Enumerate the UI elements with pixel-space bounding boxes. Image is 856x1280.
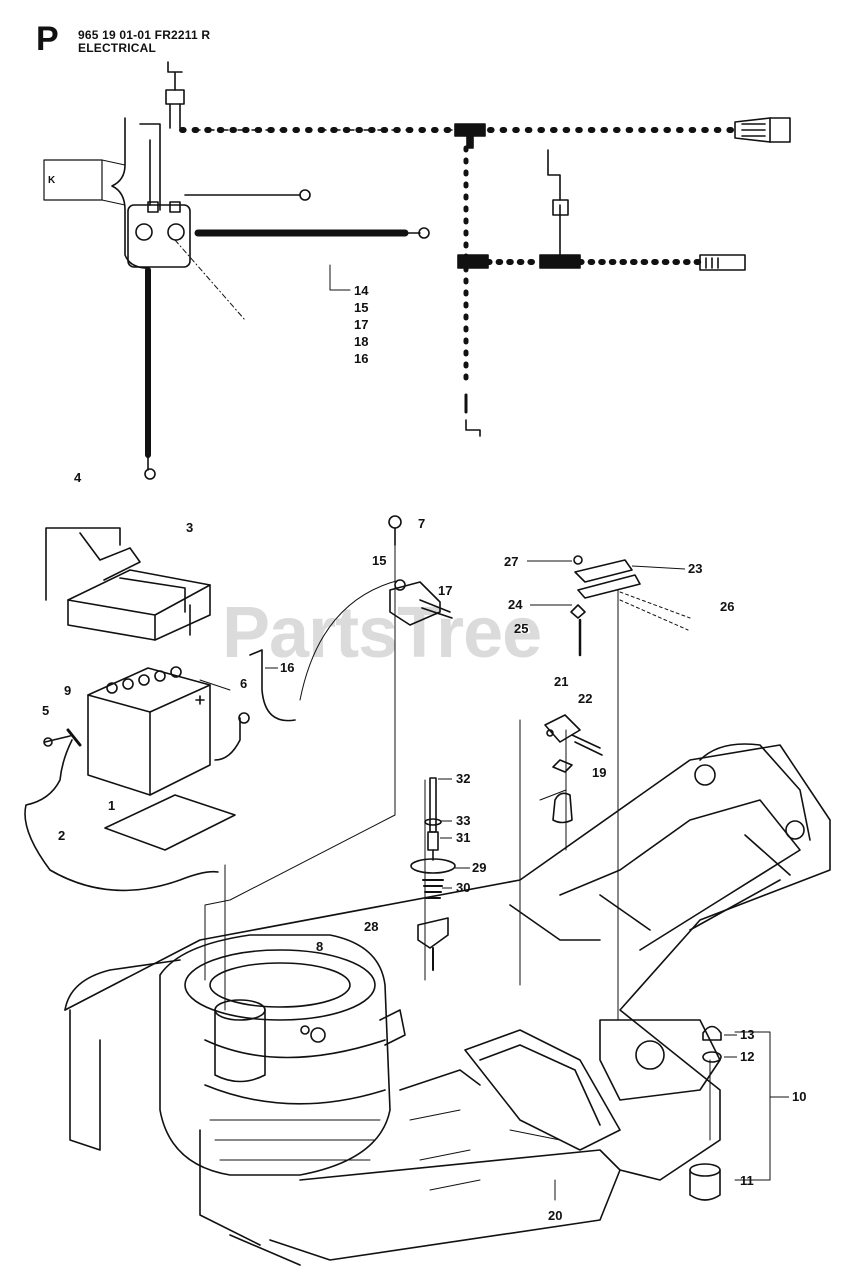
callout-33: 33: [456, 813, 470, 828]
harness-ref-2: 17: [354, 317, 368, 332]
callout-10: 10: [792, 1089, 806, 1104]
callout-19: 19: [592, 765, 606, 780]
document-code: 965 19 01-01 FR2211 R: [78, 28, 211, 42]
callout-1: 1: [108, 798, 115, 813]
callout-25: 25: [514, 621, 528, 636]
callout-9: 9: [64, 683, 71, 698]
callout-15: 15: [372, 553, 386, 568]
callout-7: 7: [418, 516, 425, 531]
callout-labels: K 14 15 17 18 16 4 3 7 15 17 27 23 24 25…: [42, 175, 806, 1223]
callout-13: 13: [740, 1027, 754, 1042]
callout-30: 30: [456, 880, 470, 895]
callout-20: 20: [548, 1208, 562, 1223]
callout-8: 8: [316, 939, 323, 954]
callout-23: 23: [688, 561, 702, 576]
starter-solenoid: [388, 515, 453, 626]
callout-31: 31: [456, 830, 470, 845]
battery-cover: [45, 527, 211, 641]
callout-11: 11: [740, 1173, 754, 1188]
callout-22: 22: [578, 691, 592, 706]
callout-26: 26: [720, 599, 734, 614]
callout-2: 2: [58, 828, 65, 843]
harness-ref-0: 14: [354, 283, 369, 298]
callout-21: 21: [554, 674, 568, 689]
battery-mat: [104, 794, 236, 851]
switch-bracket: [570, 555, 691, 657]
callout-6: 6: [240, 676, 247, 691]
callout-24: 24: [508, 597, 523, 612]
inset-letter: K: [48, 175, 56, 186]
section-title: ELECTRICAL: [78, 41, 156, 55]
callout-17: 17: [438, 583, 452, 598]
callout-12: 12: [740, 1049, 754, 1064]
callout-3: 3: [186, 520, 193, 535]
watermark: PartsTree: [222, 593, 542, 673]
harness-ref-1: 15: [354, 300, 368, 315]
callout-4: 4: [74, 470, 82, 485]
callout-32: 32: [456, 771, 470, 786]
mower-chassis: [64, 743, 831, 1266]
callout-5: 5: [42, 703, 49, 718]
battery-cables: [24, 649, 296, 892]
section-letter: P: [36, 20, 59, 58]
switch-stack: [410, 777, 456, 971]
callout-27: 27: [504, 554, 518, 569]
callout-29: 29: [472, 860, 486, 875]
callout-16: 16: [280, 660, 294, 675]
battery: [87, 666, 211, 796]
callout-28: 28: [364, 919, 378, 934]
leader-lines: [204, 534, 711, 1201]
harness-ref-3: 18: [354, 334, 368, 349]
callout-pointers: [265, 560, 789, 1098]
interlock-switch: [544, 714, 603, 824]
wiring-harness: [43, 61, 791, 480]
harness-ref-4: 16: [354, 351, 368, 366]
